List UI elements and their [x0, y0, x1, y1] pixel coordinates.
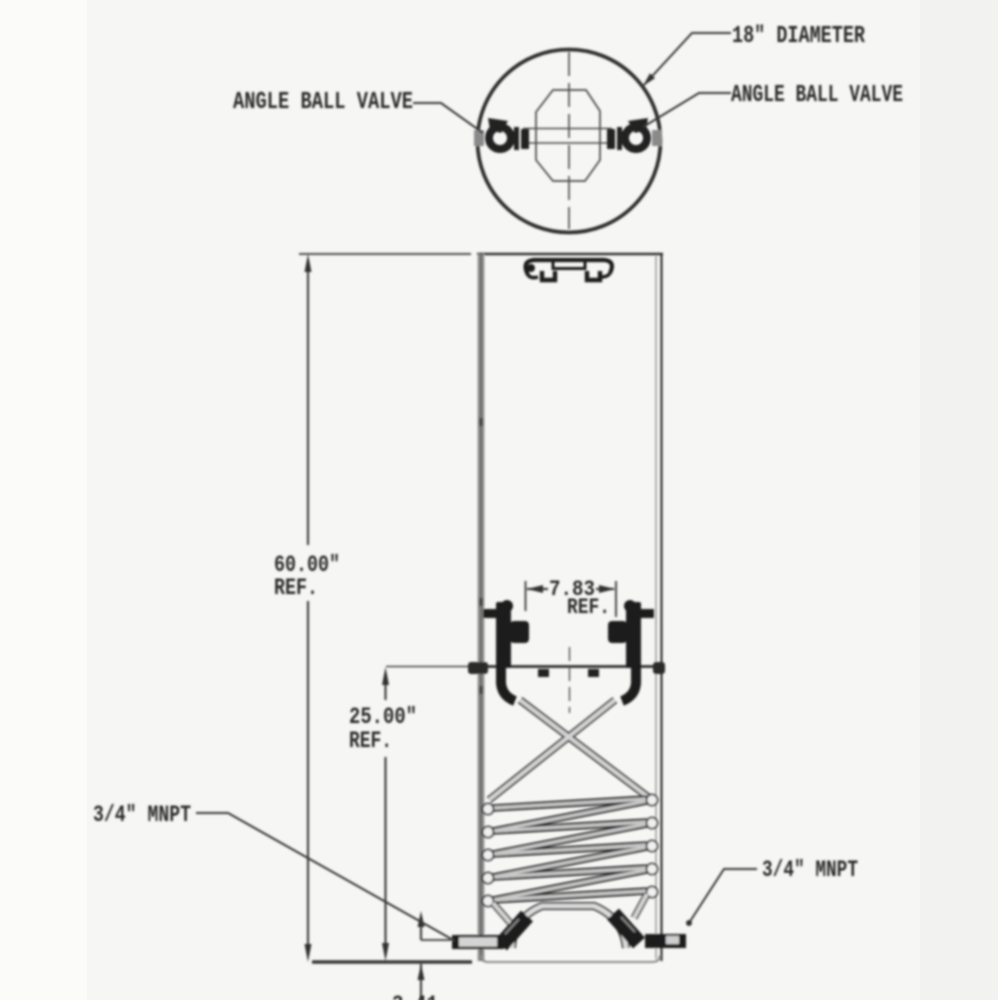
- svg-text:ANGLE BALL VALVE: ANGLE BALL VALVE: [731, 82, 903, 109]
- svg-text:ANGLE BALL VALVE: ANGLE BALL VALVE: [233, 89, 413, 116]
- svg-text:25.00": 25.00": [349, 704, 417, 730]
- svg-text:3/4" MNPT: 3/4" MNPT: [762, 857, 858, 883]
- svg-text:REF.: REF.: [274, 575, 318, 601]
- svg-text:REF.: REF.: [349, 728, 392, 754]
- svg-text:7.83: 7.83: [549, 577, 595, 602]
- svg-text:REF.: REF.: [567, 595, 610, 620]
- svg-text:3/4" MNPT: 3/4" MNPT: [93, 802, 191, 828]
- svg-text:60.00": 60.00": [274, 552, 340, 578]
- svg-text:18" DIAMETER: 18" DIAMETER: [732, 23, 865, 50]
- svg-text:3.41: 3.41: [392, 992, 438, 1000]
